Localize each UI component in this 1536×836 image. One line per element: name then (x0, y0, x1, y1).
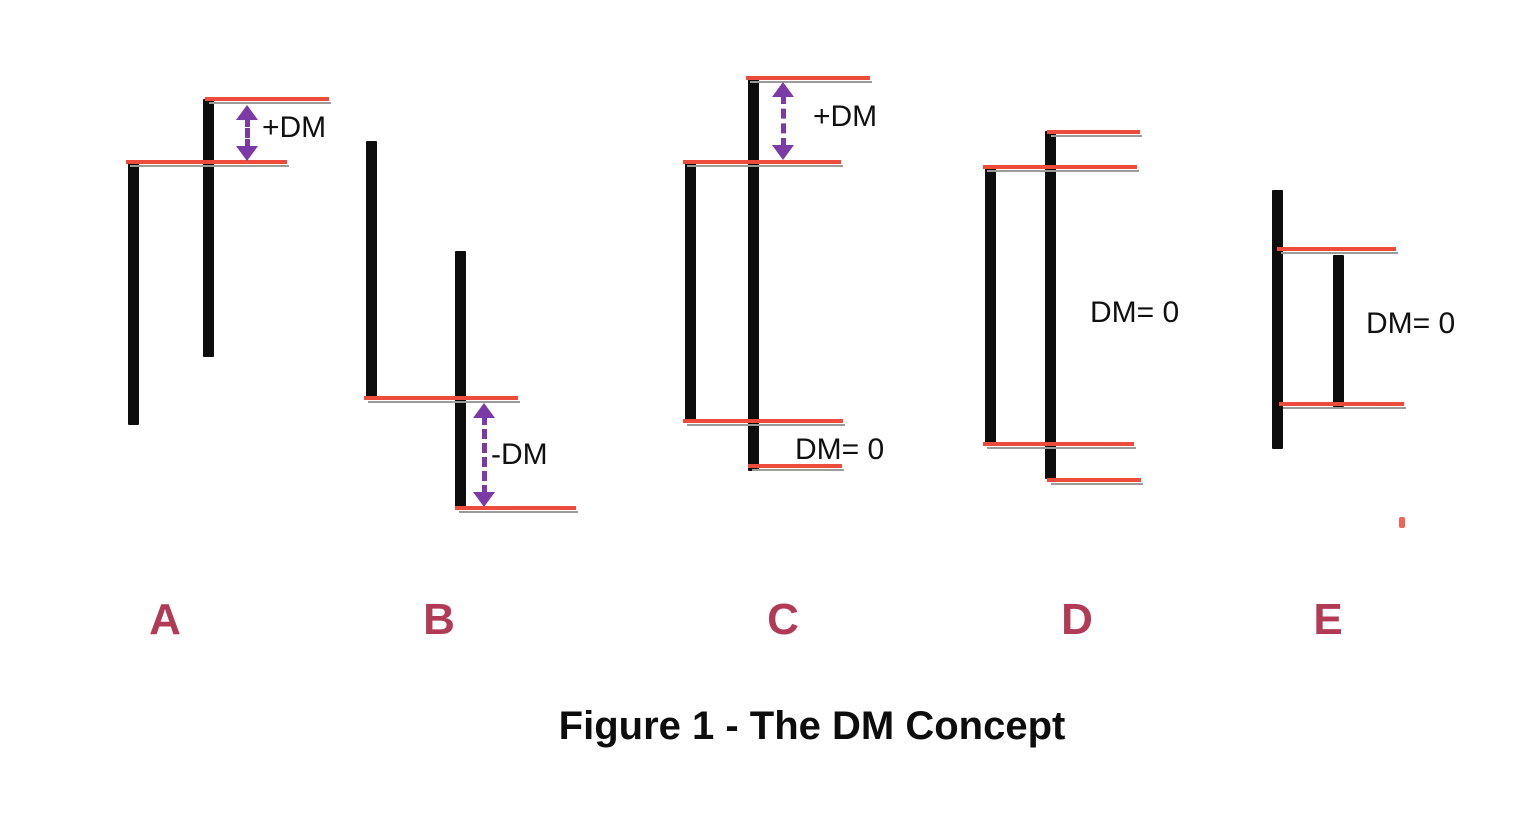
price-bar (1045, 131, 1056, 479)
price-level-line (455, 506, 576, 510)
arrow-dashed-shaft (780, 94, 786, 148)
price-level-line (1279, 402, 1404, 406)
arrowhead-down-icon (772, 145, 794, 160)
panel-letter-b: B (423, 595, 455, 644)
arrowhead-up-icon (473, 403, 495, 418)
price-bar (985, 168, 996, 443)
price-level-line (683, 419, 843, 423)
arrow-dashed-shaft (481, 415, 487, 495)
dm-label: DM= 0 (1090, 296, 1180, 329)
panel-letter-a: A (149, 595, 181, 644)
figure-caption: Figure 1 - The DM Concept (558, 704, 1066, 748)
arrowhead-up-icon (236, 105, 258, 120)
price-bar (685, 162, 696, 421)
dm-range-arrow (473, 403, 495, 507)
price-bar (1333, 255, 1344, 407)
price-level-line (683, 160, 841, 164)
arrowhead-down-icon (236, 146, 258, 161)
stray-red-mark (1399, 517, 1405, 528)
dm-label: -DM (491, 438, 548, 471)
price-bar (128, 160, 139, 425)
dm-label: DM= 0 (795, 433, 885, 466)
price-level-line (746, 76, 870, 80)
dm-label: +DM (813, 100, 878, 133)
price-level-line (205, 97, 329, 101)
price-level-line (1047, 478, 1141, 482)
dm-range-arrow (236, 105, 258, 161)
price-level-line (126, 160, 287, 164)
panel-letter-e: E (1313, 595, 1343, 644)
arrow-dashed-shaft (244, 117, 250, 149)
price-level-line (1047, 130, 1140, 134)
price-level-line (983, 165, 1137, 169)
price-bar (203, 99, 214, 357)
dm-label: +DM (262, 111, 327, 144)
price-bar (366, 141, 377, 399)
price-level-line (748, 464, 842, 468)
price-level-line (1277, 247, 1396, 251)
panel-letter-c: C (767, 595, 799, 644)
arrowhead-up-icon (772, 82, 794, 97)
price-bar (1272, 190, 1283, 449)
panel-letter-d: D (1061, 595, 1093, 644)
dm-range-arrow (772, 82, 794, 160)
price-level-line (364, 396, 518, 400)
price-bar (748, 78, 759, 471)
dm-label: DM= 0 (1366, 307, 1456, 340)
price-level-line (983, 442, 1134, 446)
price-bar (455, 251, 466, 509)
arrowhead-down-icon (473, 492, 495, 507)
